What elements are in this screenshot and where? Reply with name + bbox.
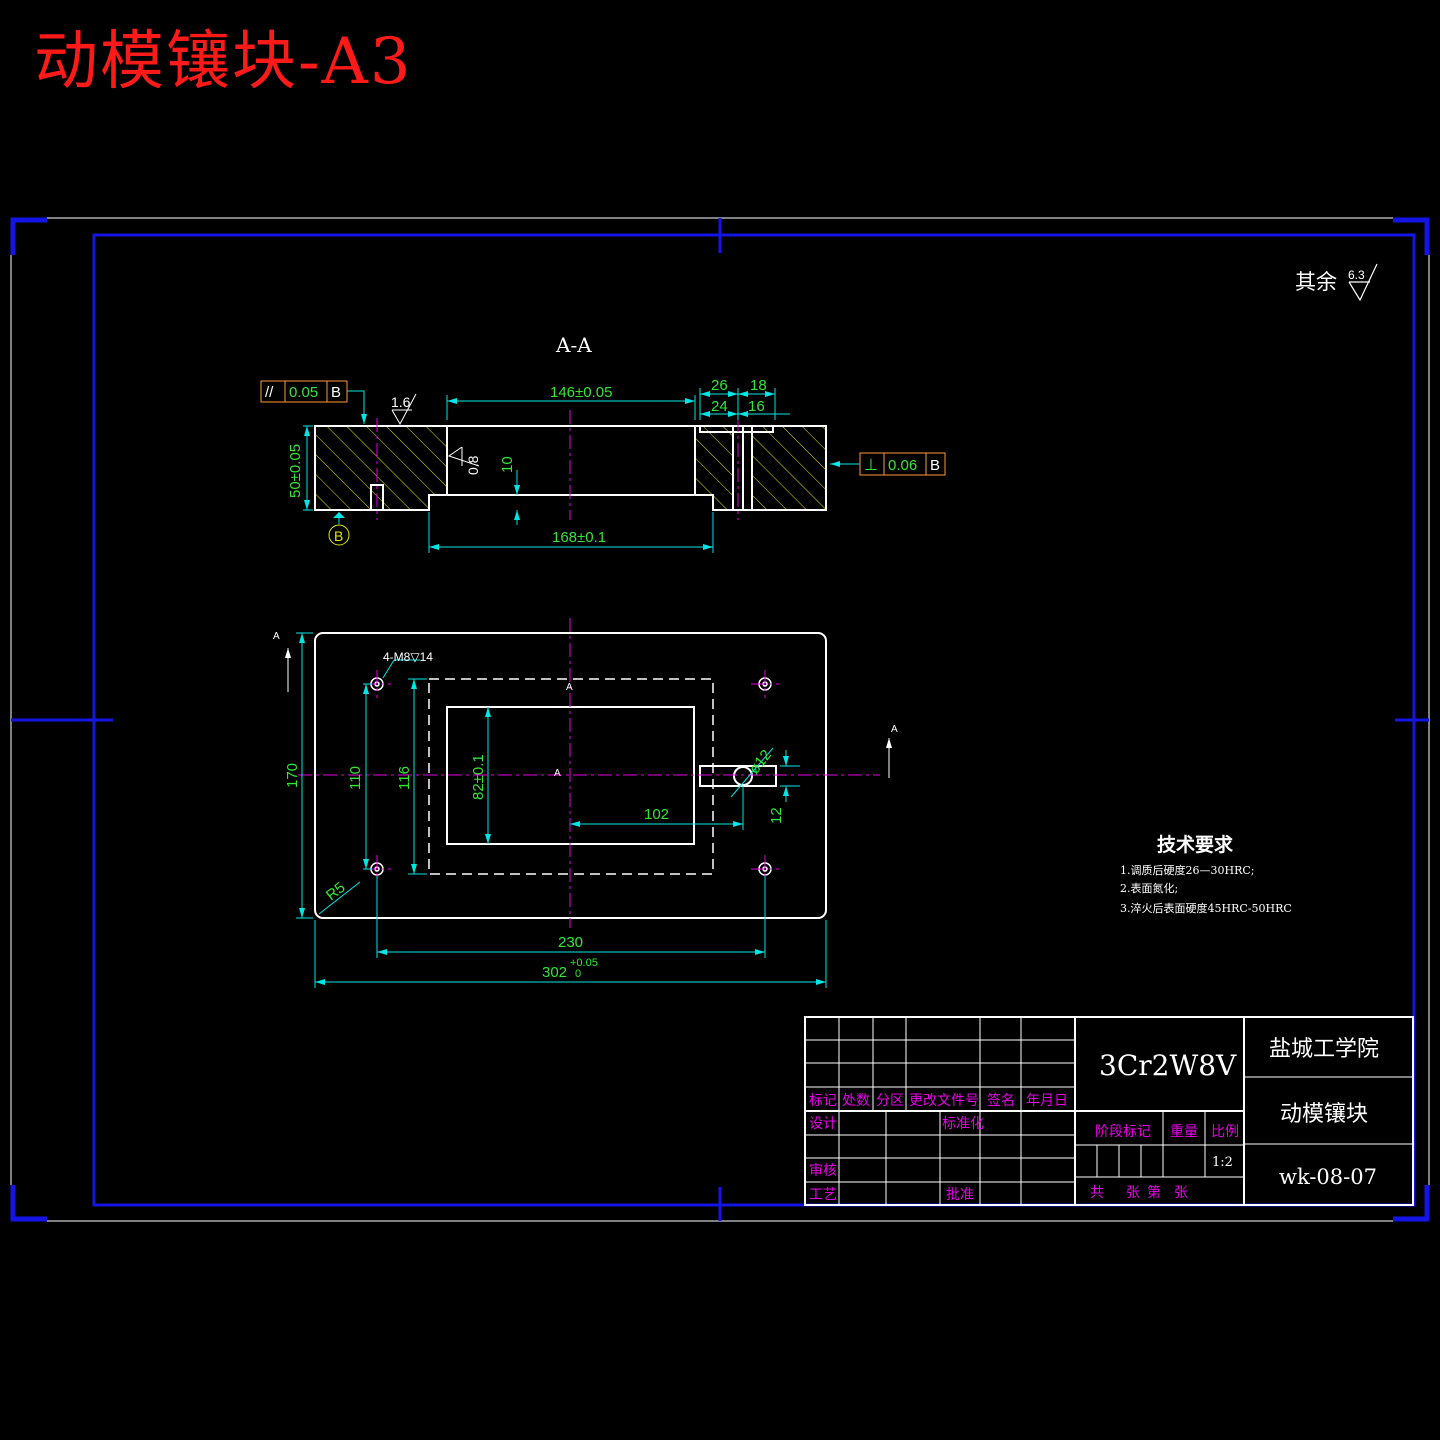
dim-12: 12 (768, 807, 785, 824)
cut-label-right: A (891, 724, 898, 735)
drawing-number: wk-08-07 (1279, 1165, 1377, 1189)
material: 3Cr2W8V (1099, 1049, 1237, 1082)
title-block-grid (804, 1016, 1414, 1206)
section-hatch (315, 426, 826, 510)
row-review: 审核 (809, 1163, 837, 1179)
hdr-count: 处数 (842, 1093, 870, 1109)
roughness-0-8: 0.8 (465, 455, 481, 475)
dim-16: 16 (748, 398, 765, 415)
center-label-mid: A (554, 768, 561, 779)
tol-parallel-value: 0.05 (289, 384, 318, 401)
tech-requirements: 技术要求 1.调质后硬度26—30HRC; 2.表面氮化; 3.淬火后表面硬度4… (1120, 833, 1292, 915)
datum-b-label: B (334, 528, 343, 544)
dim-170: 170 (284, 763, 301, 788)
section-view: A-A (260, 333, 946, 553)
tol-parallel-datum: B (331, 384, 341, 401)
tech-item-2: 2.表面氮化; (1120, 881, 1178, 895)
hole-note: 4-M8▽14 (383, 650, 433, 664)
hdr-zone: 分区 (876, 1093, 904, 1109)
center-label-top: A (566, 682, 573, 693)
dim-r5: R5 (323, 879, 349, 904)
sheet-no-suffix: 张 (1174, 1185, 1188, 1201)
tech-item-3: 3.淬火后表面硬度45HRC-50HRC (1120, 901, 1292, 915)
part-name: 动模镶块 (1280, 1102, 1368, 1127)
roughness-symbol (1348, 263, 1378, 302)
tol-perp-datum: B (930, 457, 940, 474)
title-block-texts: 3Cr2W8V 盐城工学院 动模镶块 wk-08-07 1:2 标记 处数 分区… (809, 1037, 1379, 1203)
section-label: A-A (555, 333, 592, 357)
scale-label: 比例 (1211, 1124, 1239, 1140)
section-cut-arrows: A A A A (273, 631, 898, 779)
weight-label: 重量 (1170, 1124, 1198, 1140)
dim-302-tol-low: 0 (575, 968, 581, 980)
general-roughness-note: 其余 6.3 (1295, 263, 1378, 302)
plan-view: A A A A (273, 618, 898, 988)
sheet-frame (10, 217, 1430, 1222)
dim-146: 146±0.05 (550, 384, 612, 401)
dim-10: 10 (499, 456, 516, 473)
tech-item-1: 1.调质后硬度26—30HRC; (1120, 863, 1255, 877)
dim-50: 50±0.05 (287, 444, 304, 498)
row-standard: 标准化 (942, 1116, 984, 1132)
plan-centerlines (298, 618, 880, 928)
sheet-no: 第 (1147, 1184, 1161, 1201)
roughness-marks: 1.6 0.8 (391, 393, 481, 475)
datum-b: B (328, 512, 350, 546)
section-outline (314, 425, 827, 511)
tech-heading: 技术要求 (1157, 833, 1234, 856)
dim-302-tol-up: +0.05 (570, 957, 598, 969)
section-centerlines (376, 410, 739, 520)
dim-26: 26 (711, 377, 728, 394)
hdr-mark: 标记 (809, 1093, 837, 1109)
tolerance-perpendicular: ⊥ 0.06 B (830, 452, 946, 476)
tol-perp-value: 0.06 (888, 457, 917, 474)
centering-marks (11, 218, 1429, 1221)
title-block: 3Cr2W8V 盐城工学院 动模镶块 wk-08-07 1:2 标记 处数 分区… (804, 1016, 1414, 1206)
roughness-others-value: 6.3 (1348, 268, 1365, 282)
row-design: 设计 (809, 1116, 837, 1132)
hdr-sign: 签名 (987, 1092, 1015, 1109)
section-dim-texts: 146±0.05 26 18 24 16 50±0.05 10 168±0.1 (287, 377, 767, 546)
dim-24: 24 (711, 398, 728, 415)
dim-230: 230 (558, 934, 583, 951)
dim-302: 302 (542, 964, 567, 981)
section-dimensions (303, 388, 790, 553)
row-approve: 批准 (946, 1187, 974, 1203)
roughness-1-6: 1.6 (391, 394, 411, 410)
roughness-others-label: 其余 (1295, 270, 1337, 294)
tol-perp-symbol: ⊥ (864, 457, 878, 474)
plan-dim-texts: 170 110 116 82±0.1 102 ø12 12 R5 230 302… (284, 650, 785, 981)
dim-168: 168±0.1 (552, 529, 606, 546)
roughness-0-8-symbol (447, 446, 480, 467)
dim-110: 110 (347, 766, 364, 790)
sheets-of: 张 (1126, 1185, 1140, 1201)
cut-label-left: A (273, 631, 280, 642)
dim-18: 18 (750, 377, 767, 394)
stage-mark: 阶段标记 (1095, 1124, 1151, 1140)
sheets-total: 共 (1090, 1185, 1104, 1201)
school-name: 盐城工学院 (1269, 1037, 1379, 1062)
corner-marks (10, 217, 1430, 1222)
row-process: 工艺 (809, 1187, 837, 1203)
tol-parallel-symbol: // (265, 384, 274, 401)
dim-116: 116 (396, 766, 413, 790)
dim-102: 102 (644, 806, 669, 823)
scale-value: 1:2 (1212, 1155, 1233, 1170)
hdr-change-doc: 更改文件号 (909, 1093, 979, 1109)
drawing-title: 动模镶块-A3 (34, 25, 413, 99)
tolerance-parallel: // 0.05 B (260, 380, 367, 424)
roughness-1-6-symbol (391, 393, 417, 426)
hdr-date: 年月日 (1026, 1093, 1068, 1109)
plan-dimensions (296, 632, 827, 988)
dim-82: 82±0.1 (470, 754, 487, 800)
